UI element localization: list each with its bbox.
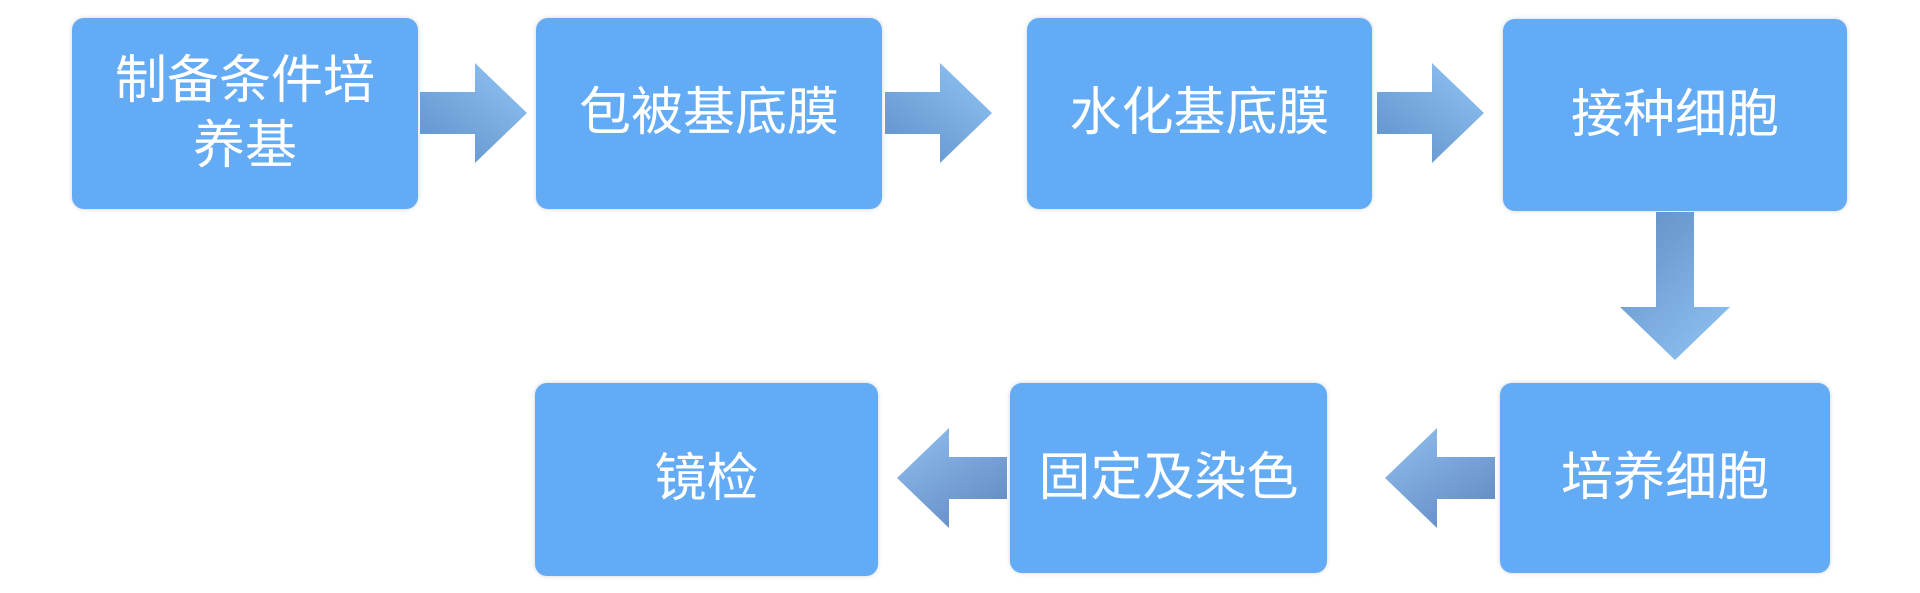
flow-step-coat-basement-membrane: 包被基底膜	[536, 18, 882, 209]
arrow-right-icon	[420, 63, 527, 163]
arrow-left-icon	[897, 428, 1007, 528]
arrow-right-icon	[1377, 63, 1484, 163]
flow-step-fix-and-stain: 固定及染色	[1010, 383, 1327, 573]
flow-step-label: 制备条件培养基	[114, 50, 375, 176]
flow-step-label: 镜检	[654, 449, 759, 509]
flow-step-seed-cells: 接种细胞	[1503, 19, 1847, 211]
flow-step-label: 水化基底膜	[1069, 83, 1330, 143]
flow-step-label: 包被基底膜	[578, 83, 839, 143]
flow-step-label: 接种细胞	[1570, 84, 1779, 145]
arrow-down-icon	[1620, 212, 1730, 360]
flow-step-microscopy: 镜检	[535, 383, 878, 576]
arrow-left-icon	[1385, 428, 1495, 528]
flow-step-label: 培养细胞	[1560, 447, 1769, 508]
flow-step-hydrate-basement-membrane: 水化基底膜	[1027, 18, 1372, 209]
flow-step-culture-cells: 培养细胞	[1500, 383, 1830, 573]
flow-step-prepare-conditioned-medium: 制备条件培养基	[72, 18, 418, 209]
arrow-right-icon	[885, 63, 992, 163]
flow-step-label: 固定及染色	[1038, 447, 1299, 508]
